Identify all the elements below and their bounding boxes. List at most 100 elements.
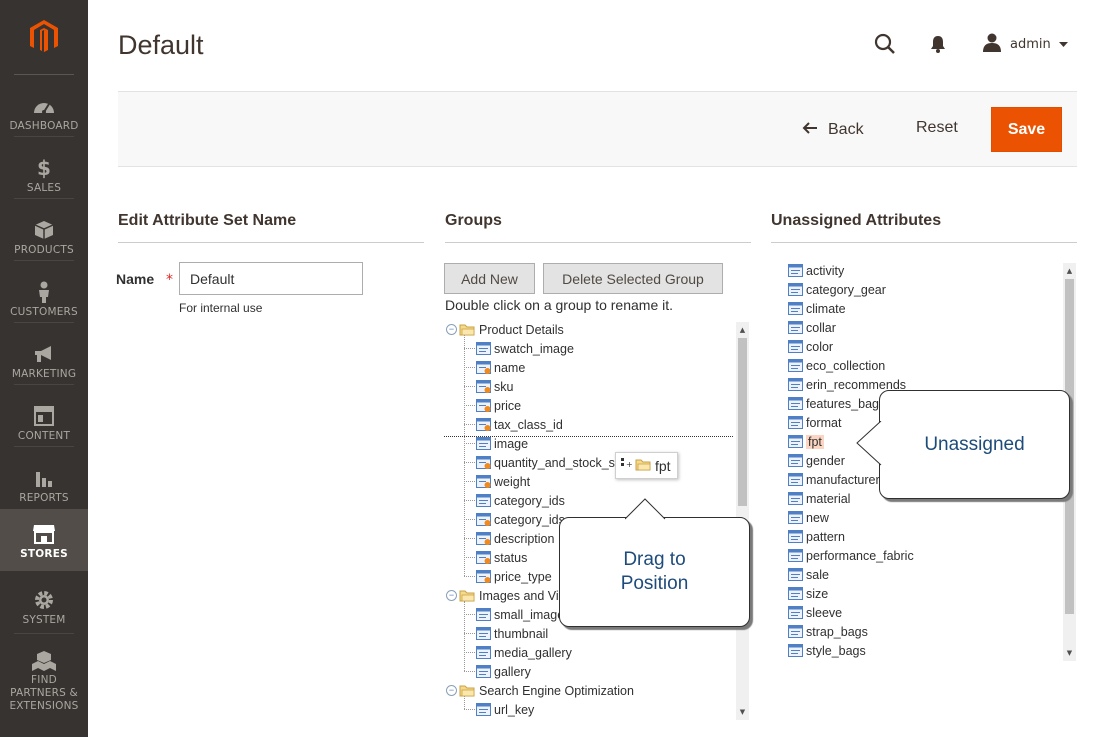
attribute-item[interactable]: price bbox=[476, 396, 521, 415]
scroll-thumb[interactable] bbox=[738, 338, 747, 506]
scroll-up-icon[interactable]: ▲ bbox=[739, 326, 746, 334]
nav-reports[interactable]: REPORTS bbox=[0, 458, 88, 520]
attribute-item[interactable]: quantity_and_stock_s bbox=[476, 453, 615, 472]
attribute-item[interactable]: sku bbox=[476, 377, 513, 396]
attribute-item[interactable]: name bbox=[476, 358, 525, 377]
unassigned-attribute-item[interactable]: fpt bbox=[788, 432, 824, 451]
attribute-item[interactable]: category_ids bbox=[476, 510, 565, 529]
nav-products[interactable]: PRODUCTS bbox=[0, 210, 88, 272]
unassigned-attribute-item[interactable]: new bbox=[788, 508, 829, 527]
unassigned-attribute-item[interactable]: manufacturer bbox=[788, 470, 880, 489]
unassigned-attribute-item[interactable]: format bbox=[788, 413, 841, 432]
unassigned-attribute-item[interactable]: color bbox=[788, 337, 833, 356]
attribute-label: media_gallery bbox=[494, 645, 572, 660]
unassigned-attribute-item[interactable]: sale bbox=[788, 565, 829, 584]
attribute-label: tax_class_id bbox=[494, 417, 563, 432]
unassigned-attribute-item[interactable]: climate bbox=[788, 299, 846, 318]
tree-connector bbox=[464, 348, 475, 349]
attribute-label: color bbox=[806, 339, 834, 354]
user-name: admin bbox=[1010, 36, 1051, 52]
tree-connector bbox=[464, 405, 475, 406]
attribute-item[interactable]: thumbnail bbox=[476, 624, 548, 643]
attribute-icon bbox=[788, 473, 806, 486]
unassigned-attribute-item[interactable]: erin_recommends bbox=[788, 375, 906, 394]
nav-divider bbox=[14, 446, 74, 447]
unassigned-attribute-item[interactable]: material bbox=[788, 489, 850, 508]
dollar-icon: $ bbox=[37, 156, 51, 180]
unassigned-attribute-item[interactable]: collar bbox=[788, 318, 836, 337]
attribute-item[interactable]: gallery bbox=[476, 662, 531, 681]
unassigned-attribute-item[interactable]: category_gear bbox=[788, 280, 886, 299]
group-label: Search Engine Optimization bbox=[479, 683, 634, 698]
attribute-icon bbox=[476, 532, 494, 545]
attribute-icon bbox=[788, 625, 806, 638]
unassigned-attribute-item[interactable]: eco_collection bbox=[788, 356, 885, 375]
attribute-item[interactable]: category_ids bbox=[476, 491, 565, 510]
collapse-icon[interactable]: − bbox=[446, 590, 457, 601]
scroll-up-icon[interactable]: ▲ bbox=[1066, 267, 1073, 275]
nav-marketing[interactable]: MARKETING bbox=[0, 334, 88, 396]
page-title: Default bbox=[118, 30, 204, 60]
unassigned-attribute-item[interactable]: size bbox=[788, 584, 828, 603]
save-button[interactable]: Save bbox=[991, 107, 1062, 152]
attribute-icon bbox=[788, 530, 806, 543]
attribute-label: sale bbox=[806, 567, 829, 582]
nav-system[interactable]: SYSTEM bbox=[0, 580, 88, 642]
user-menu[interactable]: admin bbox=[982, 32, 1068, 56]
bell-icon[interactable] bbox=[926, 32, 950, 56]
scroll-down-icon[interactable]: ▼ bbox=[1066, 649, 1073, 657]
nav-customers[interactable]: CUSTOMERS bbox=[0, 272, 88, 334]
delete-selected-group-button[interactable]: Delete Selected Group bbox=[543, 263, 723, 294]
nav-divider bbox=[14, 633, 74, 634]
attribute-icon bbox=[476, 646, 494, 659]
attribute-set-name-input[interactable] bbox=[179, 262, 363, 295]
attribute-label: eco_collection bbox=[806, 358, 886, 373]
search-icon[interactable] bbox=[873, 32, 897, 56]
attribute-item[interactable]: swatch_image bbox=[476, 339, 574, 358]
unassigned-attribute-item[interactable]: activity bbox=[788, 261, 844, 280]
nav-dashboard[interactable]: DASHBOARD bbox=[0, 86, 88, 148]
unassigned-attribute-item[interactable]: features_bags bbox=[788, 394, 885, 413]
unassigned-attribute-item[interactable]: performance_fabric bbox=[788, 546, 914, 565]
unassigned-attribute-item[interactable]: sleeve bbox=[788, 603, 842, 622]
scroll-down-icon[interactable]: ▼ bbox=[739, 708, 746, 716]
nav-label: REPORTS bbox=[19, 492, 69, 504]
attribute-item[interactable]: image bbox=[476, 434, 528, 453]
attribute-item[interactable]: media_gallery bbox=[476, 643, 572, 662]
magento-logo[interactable] bbox=[0, 0, 88, 74]
nav-find-partners[interactable]: FIND PARTNERS & EXTENSIONS bbox=[0, 642, 88, 712]
attribute-item[interactable]: price_type bbox=[476, 567, 552, 586]
attribute-label: price_type bbox=[494, 569, 552, 584]
attribute-item[interactable]: url_key bbox=[476, 700, 534, 719]
attribute-icon bbox=[476, 665, 494, 678]
gear-icon bbox=[32, 588, 56, 612]
drop-position-indicator bbox=[444, 436, 733, 437]
nav-sales[interactable]: $ SALES bbox=[0, 148, 88, 210]
attribute-item[interactable]: tax_class_id bbox=[476, 415, 563, 434]
group-folder[interactable]: − Search Engine Optimization bbox=[446, 681, 634, 700]
attribute-icon bbox=[476, 570, 494, 583]
reset-button[interactable]: Reset bbox=[916, 119, 958, 136]
attribute-item[interactable]: status bbox=[476, 548, 527, 567]
unassigned-attribute-item[interactable]: strap_bags bbox=[788, 622, 868, 641]
collapse-icon[interactable]: − bbox=[446, 685, 457, 696]
attribute-item[interactable]: description bbox=[476, 529, 554, 548]
unassigned-attribute-item[interactable]: style_bags bbox=[788, 641, 866, 660]
group-folder[interactable]: −Images and Vi bbox=[446, 586, 559, 605]
collapse-icon[interactable]: − bbox=[446, 324, 457, 335]
attribute-item[interactable]: weight bbox=[476, 472, 530, 491]
unassigned-attribute-item[interactable]: pattern bbox=[788, 527, 845, 546]
attribute-icon bbox=[788, 511, 806, 524]
group-label: Product Details bbox=[479, 322, 564, 337]
unassigned-attribute-item[interactable]: gender bbox=[788, 451, 845, 470]
magento-logo-icon bbox=[30, 20, 58, 52]
nav-content[interactable]: CONTENT bbox=[0, 396, 88, 458]
add-new-group-button[interactable]: Add New bbox=[444, 263, 535, 294]
back-button[interactable]: Back bbox=[802, 119, 864, 141]
nav-stores[interactable]: STORES bbox=[0, 509, 88, 571]
attribute-icon bbox=[476, 399, 494, 412]
attribute-label: pattern bbox=[806, 529, 845, 544]
tree-connector bbox=[464, 386, 475, 387]
group-folder[interactable]: − Product Details bbox=[446, 320, 564, 339]
attribute-item[interactable]: small_image bbox=[476, 605, 564, 624]
